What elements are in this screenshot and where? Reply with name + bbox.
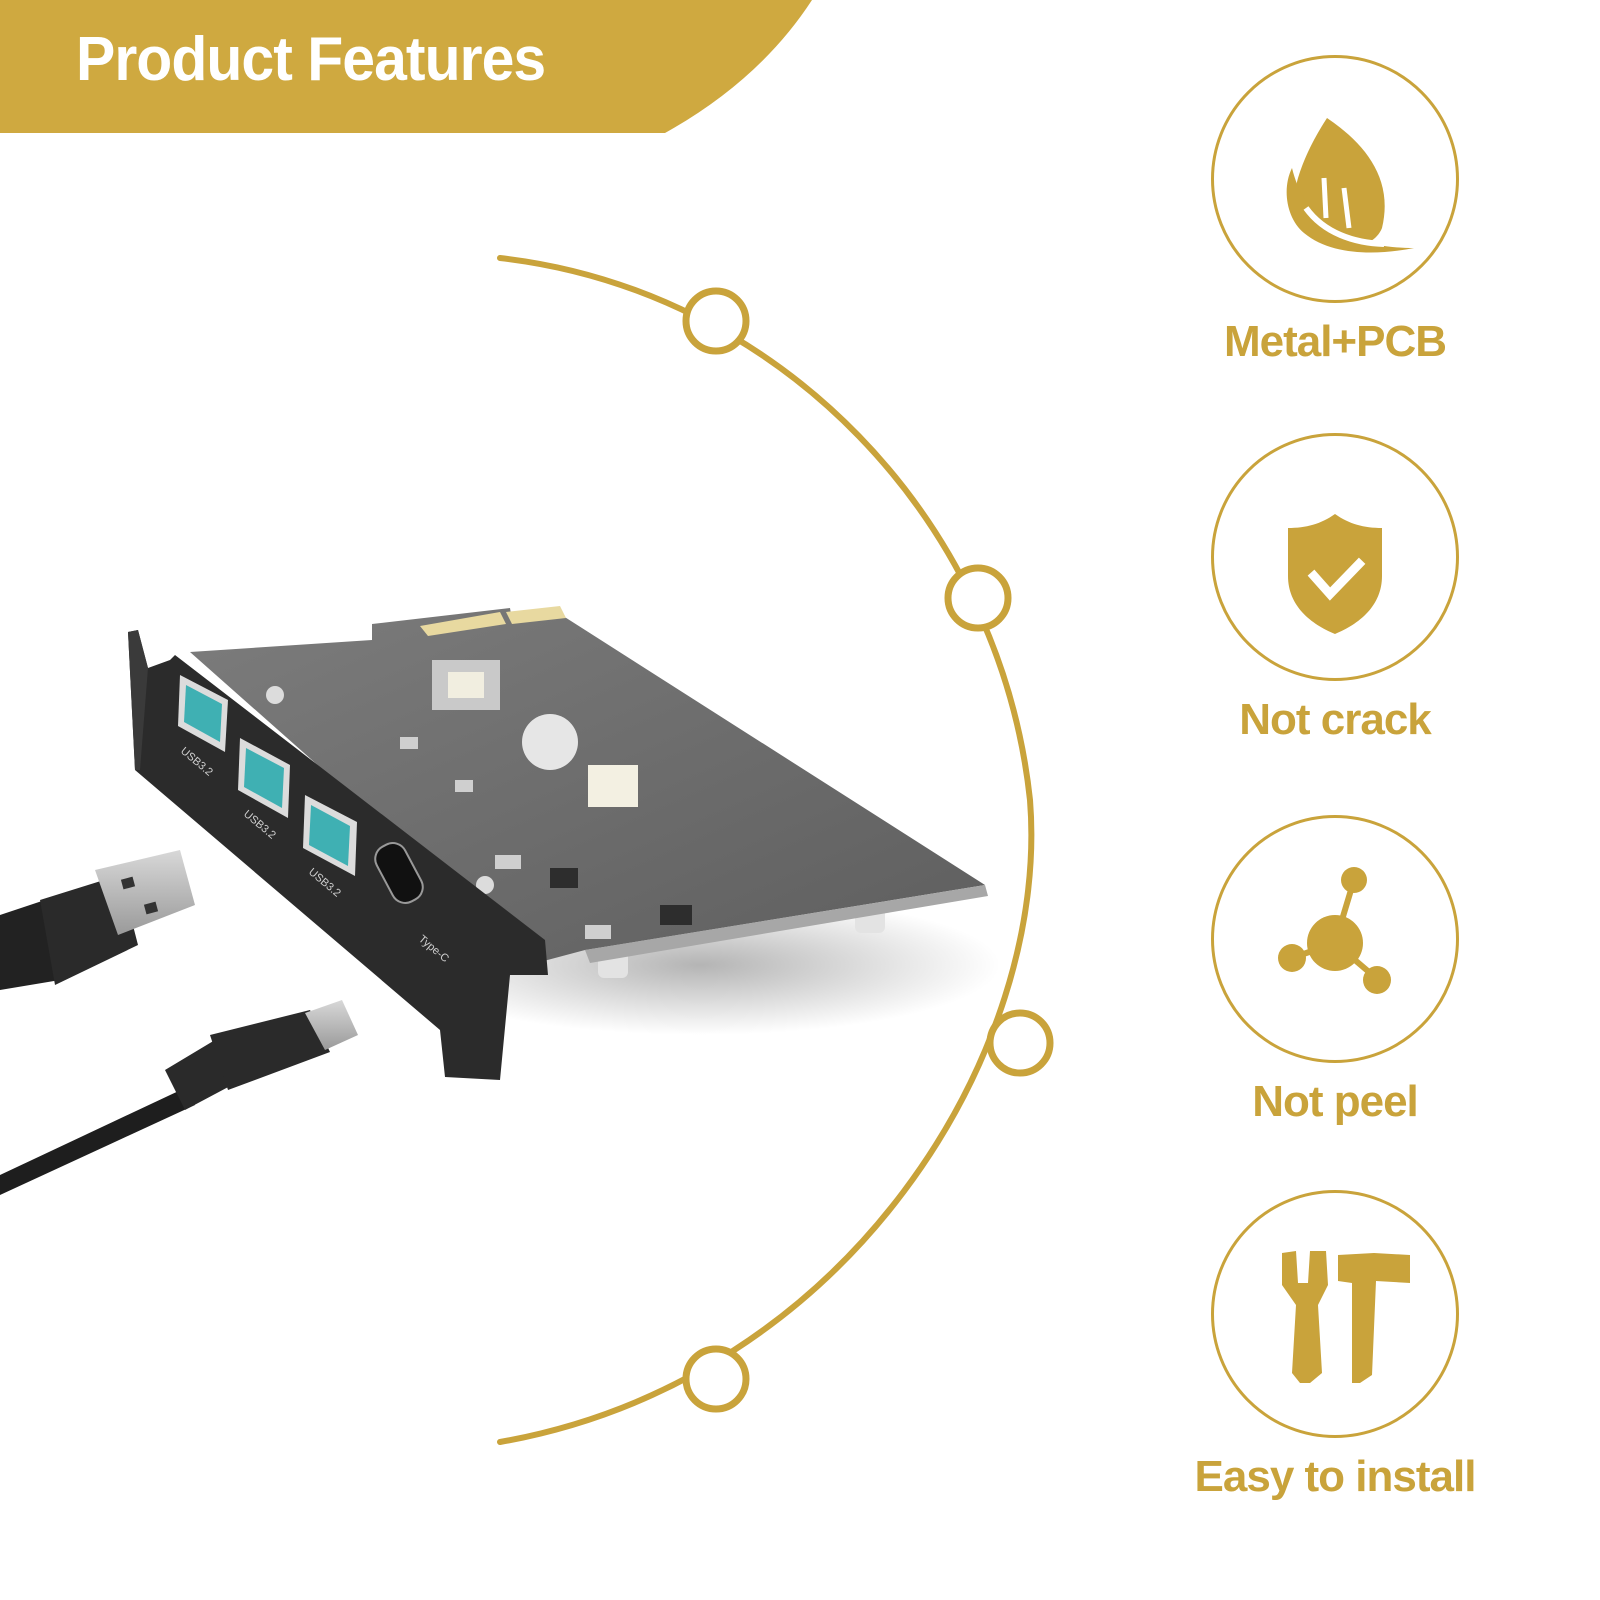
feature-label: Not peel [1252, 1077, 1419, 1126]
timeline-node-1 [682, 287, 750, 355]
page-title: Product Features [76, 25, 546, 94]
usb-a-cable [0, 850, 195, 990]
molecule-icon [1278, 867, 1391, 994]
product-image: USB3.2 USB3.2 USB3.2 Type-C [0, 606, 1000, 1195]
timeline-node-4 [682, 1345, 750, 1413]
usb-port-2 [238, 738, 290, 818]
wrench-hammer-icon [1282, 1251, 1410, 1383]
shield-check-icon [1288, 514, 1382, 634]
pcb-board [190, 606, 988, 963]
type-c-port [374, 842, 424, 904]
usb-c-cable [0, 1000, 358, 1195]
feature-circle [1211, 1190, 1459, 1438]
timeline-node-2 [944, 564, 1012, 632]
usb-port-3 [303, 795, 357, 876]
feature-circle [1211, 55, 1459, 303]
feature-circle [1211, 815, 1459, 1063]
io-bracket: USB3.2 USB3.2 USB3.2 Type-C [128, 630, 548, 1080]
feature-circle [1211, 433, 1459, 681]
banner-shape [0, 0, 812, 133]
header-banner: Product Features [0, 0, 830, 135]
timeline-node-3 [986, 1009, 1054, 1077]
feature-label: Not crack [1239, 695, 1432, 744]
usb-port-1 [178, 675, 228, 752]
feature-label: Metal+PCB [1223, 317, 1447, 366]
leaf-icon [1286, 118, 1414, 253]
feature-label: Easy to install [1194, 1452, 1477, 1501]
